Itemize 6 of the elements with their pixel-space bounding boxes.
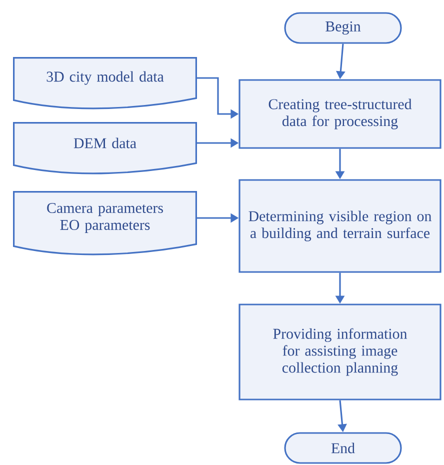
document-shape: 3D city model data — [13, 57, 197, 110]
process-box: Providing information for assisting image collection planning — [238, 304, 442, 400]
document-shape: Camera parameters EO parameters — [13, 191, 197, 256]
process-box: Creating tree-structured data for processing — [238, 79, 442, 149]
process-box: Determining visible region on a building and terrain surface — [238, 179, 442, 273]
document-shape: DEM data — [13, 122, 197, 174]
